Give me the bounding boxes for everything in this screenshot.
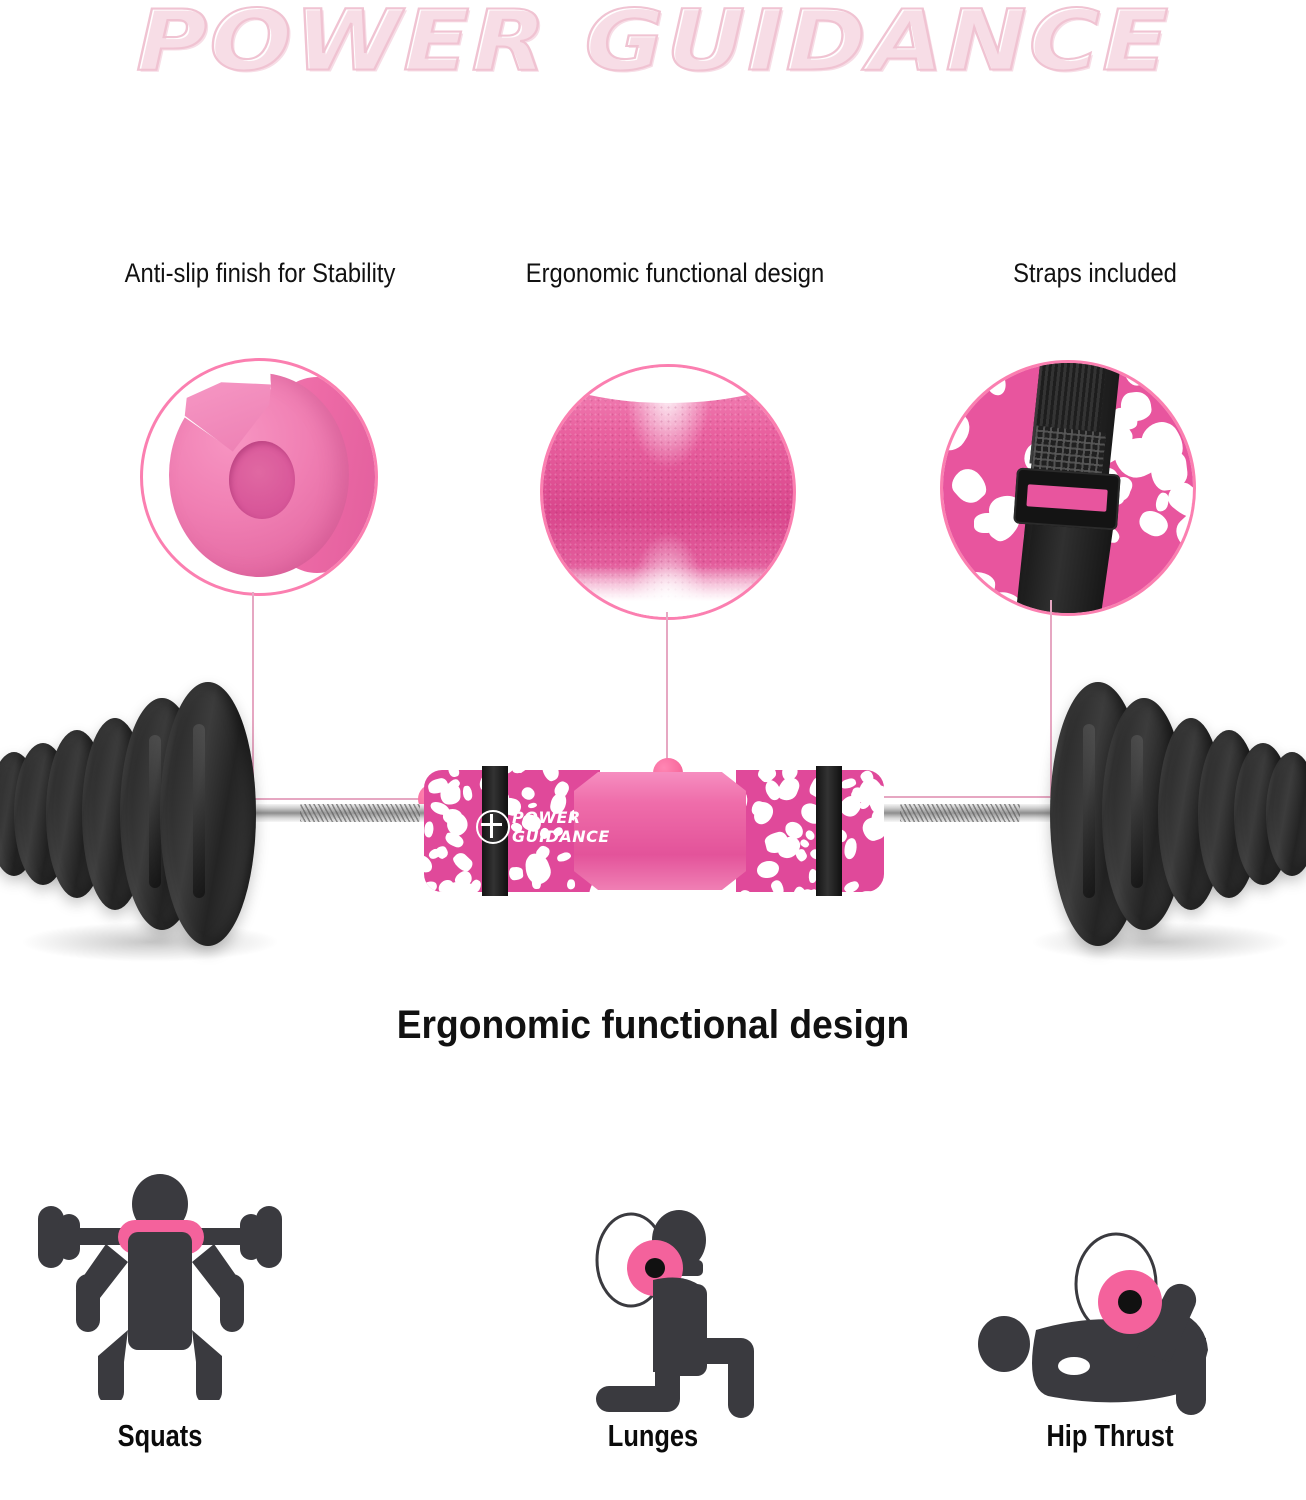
leopard-spot (946, 463, 992, 509)
leopard-spot (1192, 363, 1193, 403)
squat-figure-icon (0, 1170, 370, 1400)
leopard-spot (434, 844, 450, 861)
connector-line-right-horizontal (862, 796, 1052, 798)
leopard-spot (1154, 492, 1171, 514)
pad-logo-line1: POWER (512, 808, 581, 827)
exercise-label-hip-thrust: Hip Thrust (1046, 1418, 1174, 1453)
power-guidance-emblem-icon (476, 810, 510, 844)
leopard-spot (1121, 363, 1151, 388)
leopard-spot (943, 404, 977, 458)
pad-leopard-left (424, 770, 600, 892)
leopard-spot (769, 878, 786, 892)
leopard-spot (736, 887, 755, 892)
leopard-spot (756, 861, 779, 879)
leopard-spot (539, 770, 562, 784)
exercise-item-hip-thrust: Hip Thrust (900, 1170, 1306, 1453)
foam-highlight-bottom (543, 565, 793, 617)
exercise-item-squats: Squats (0, 1170, 370, 1453)
connector-line-left-vertical (252, 592, 254, 800)
hip-thrust-figure-icon (900, 1170, 1306, 1415)
barbell-squat-pad: POWER GUIDANCE (424, 766, 884, 896)
leopard-spot (857, 890, 880, 892)
connector-line-left-horizontal (252, 798, 430, 800)
detail-circle-ergonomic (540, 364, 796, 620)
leopard-spot (424, 820, 435, 838)
leopard-spot (1135, 506, 1173, 541)
barbell-knurling-right (900, 804, 1020, 822)
feature-label-straps: Straps included (1013, 258, 1177, 288)
leopard-spot (563, 889, 585, 892)
floor-shadow-right (1030, 922, 1290, 962)
main-caption: Ergonomic functional design (396, 1003, 910, 1047)
leopard-spot (555, 850, 572, 864)
lunge-figure-icon (443, 1170, 863, 1418)
leopard-spot (511, 770, 528, 775)
pad-contoured-center (574, 772, 746, 890)
pad-leopard-right (736, 770, 884, 892)
leopard-spot (518, 785, 537, 803)
leopard-spot (442, 808, 463, 825)
leopard-spot (462, 785, 473, 802)
feature-label-row: Anti-slip finish for Stability Ergonomic… (0, 258, 1306, 298)
leopard-spot (451, 850, 475, 875)
feature-label-ergonomic: Ergonomic functional design (525, 258, 825, 288)
leopard-spot (985, 368, 1007, 397)
leopard-spot (1135, 609, 1178, 613)
detail-circle-anti-slip (140, 358, 378, 596)
connector-line-right-vertical (1050, 600, 1052, 798)
pad-strap-right (816, 766, 842, 896)
leopard-spot (447, 770, 461, 779)
brand-header: POWER GUIDANCE (0, 0, 1306, 94)
strap-buckle-icon (1013, 467, 1121, 531)
leopard-spot (753, 800, 773, 819)
leopard-spot (566, 878, 576, 890)
detail-circle-straps (940, 360, 1196, 616)
barbell-product-photo (0, 640, 1306, 1000)
barbell-knurling-left (300, 804, 420, 822)
connector-line-middle-vertical (666, 612, 668, 762)
pad-logo-text: POWER GUIDANCE (512, 808, 610, 846)
disc-center-hole (229, 441, 295, 519)
floor-shadow-left (20, 922, 280, 962)
feature-label-anti-slip: Anti-slip finish for Stability (124, 258, 396, 288)
exercise-label-squats: Squats (117, 1418, 203, 1453)
foam-disc-slot-icon (143, 358, 375, 593)
leopard-spot (508, 866, 524, 881)
leopard-spot (844, 838, 857, 860)
weight-plate (160, 682, 256, 946)
leopard-spot (842, 879, 861, 892)
leopard-spot (882, 885, 884, 892)
weight-plate (1266, 752, 1306, 876)
exercise-label-lunges: Lunges (607, 1418, 699, 1453)
pad-brand-logo: POWER GUIDANCE (476, 806, 609, 850)
leopard-spot (424, 880, 438, 892)
exercise-item-lunges: Lunges (443, 1170, 863, 1453)
exercise-row: Squats Lunges (0, 1170, 1306, 1500)
pad-logo-line2: GUIDANCE (512, 827, 610, 846)
brand-title: POWER GUIDANCE (135, 0, 1171, 91)
leopard-spot (943, 363, 955, 387)
